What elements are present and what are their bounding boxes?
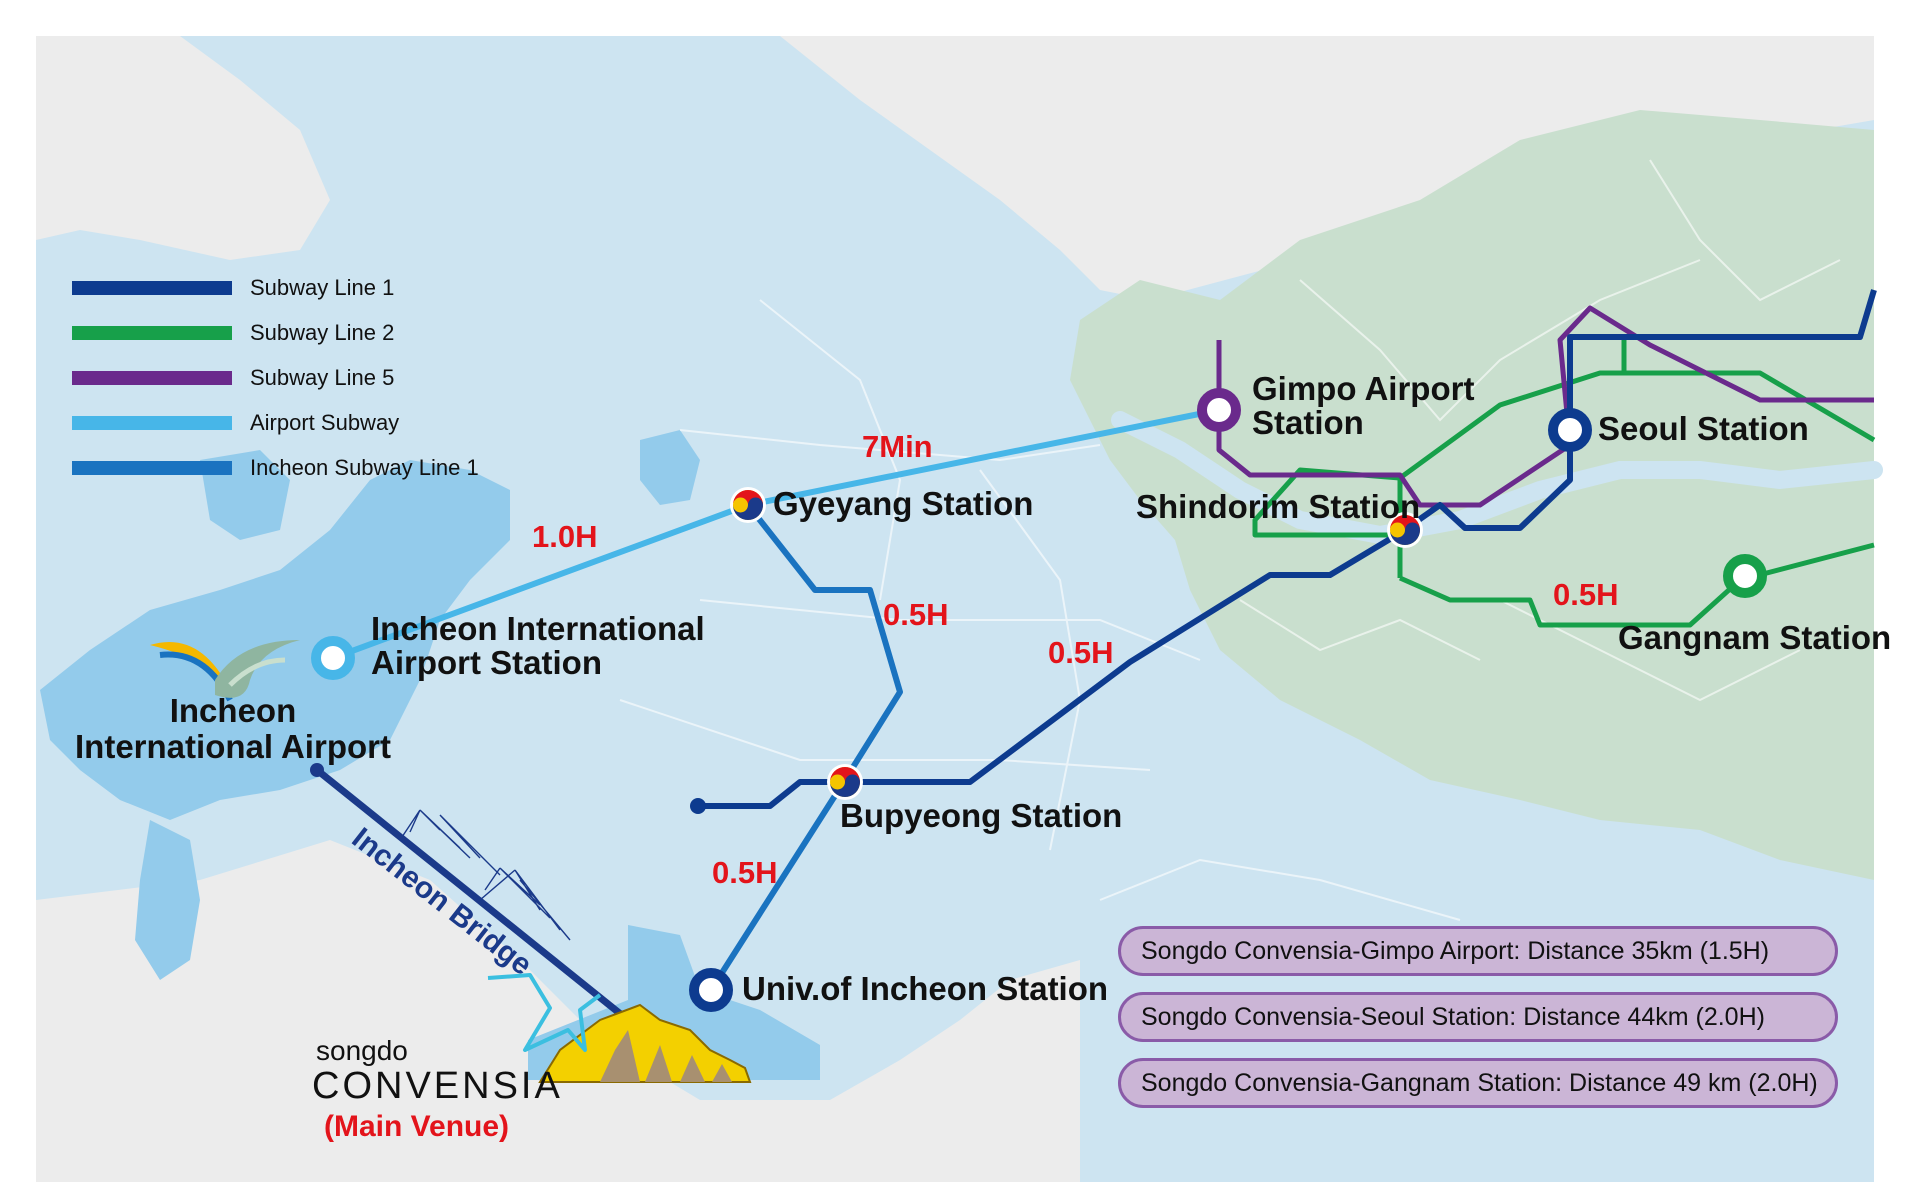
- legend-swatch-line2: [72, 326, 232, 340]
- road-network: [619, 159, 1841, 921]
- seoul-station-marker[interactable]: [1548, 408, 1592, 452]
- transfer-markers: [730, 487, 1423, 800]
- venue-logo-main: CONVENSIA: [312, 1065, 563, 1107]
- legend-swatch-line1: [72, 281, 232, 295]
- small-island-1: [135, 820, 200, 980]
- subway-line-5: [1216, 305, 1874, 508]
- legend-label-airport: Airport Subway: [250, 410, 399, 435]
- venue-caption: (Main Venue): [324, 1110, 509, 1143]
- incheon-bridge: [310, 763, 626, 1019]
- time-bupyeong-univ: 0.5H: [712, 855, 777, 890]
- time-gyeyang-bupyeong: 0.5H: [883, 597, 948, 632]
- legend-label-line5: Subway Line 5: [250, 365, 394, 390]
- distance-info-gangnam: Songdo Convensia-Gangnam Station: Distan…: [1118, 1058, 1838, 1108]
- distance-info-gimpo: Songdo Convensia-Gimpo Airport: Distance…: [1118, 926, 1838, 976]
- gyeyang-station-label: Gyeyang Station: [773, 485, 1033, 522]
- convensia-building-icon: [538, 1003, 752, 1083]
- shindorim-transfer-icon[interactable]: [1387, 512, 1423, 548]
- legend: Subway Line 1 Subway Line 2 Subway Line …: [72, 275, 479, 480]
- bupyeong-transfer-icon[interactable]: [827, 764, 863, 800]
- venue-logo-small: songdo: [316, 1035, 408, 1066]
- north-land: [780, 36, 1874, 300]
- bupyeong-station-label: Bupyeong Station: [840, 797, 1122, 834]
- legend-label-line2: Subway Line 2: [250, 320, 394, 345]
- west-land: [36, 36, 330, 260]
- station-markers: [311, 388, 1767, 1012]
- small-island-2: [640, 430, 700, 505]
- univ-incheon-station-label: Univ.of Incheon Station: [742, 970, 1108, 1007]
- time-gyeyang-gimpo: 7Min: [862, 429, 933, 464]
- gangnam-station-label: Gangnam Station: [1618, 619, 1891, 656]
- legend-label-line1: Subway Line 1: [250, 275, 394, 300]
- incheon-subway-line-1: [708, 503, 903, 992]
- legend-swatch-airport: [72, 416, 232, 430]
- gyeyang-transfer-icon[interactable]: [730, 487, 766, 523]
- incheon-airport-station-marker[interactable]: [311, 636, 355, 680]
- convensia-logo-icon: [487, 973, 602, 1052]
- yeongjong-island: [40, 460, 510, 820]
- gimpo-station-marker[interactable]: [1197, 388, 1241, 432]
- univ-incheon-station-marker[interactable]: [689, 968, 733, 1012]
- shindorim-station-label: Shindorim Station: [1136, 488, 1420, 525]
- incheon-airport-logo-icon: [150, 640, 300, 702]
- seoul-station-label: Seoul Station: [1598, 410, 1809, 447]
- legend-swatch-line5: [72, 371, 232, 385]
- legend-swatch-incheon1: [72, 461, 232, 475]
- time-shindorim-gangnam: 0.5H: [1553, 577, 1618, 612]
- time-bupyeong-shindorim: 0.5H: [1048, 635, 1113, 670]
- bupyeong-west-terminal-marker: [690, 798, 706, 814]
- south-land: [36, 840, 1080, 1182]
- legend-label-incheon1: Incheon Subway Line 1: [250, 455, 479, 480]
- distance-info-seoul: Songdo Convensia-Seoul Station: Distance…: [1118, 992, 1838, 1042]
- gangnam-station-marker[interactable]: [1723, 554, 1767, 598]
- time-airport-gyeyang: 1.0H: [532, 519, 597, 554]
